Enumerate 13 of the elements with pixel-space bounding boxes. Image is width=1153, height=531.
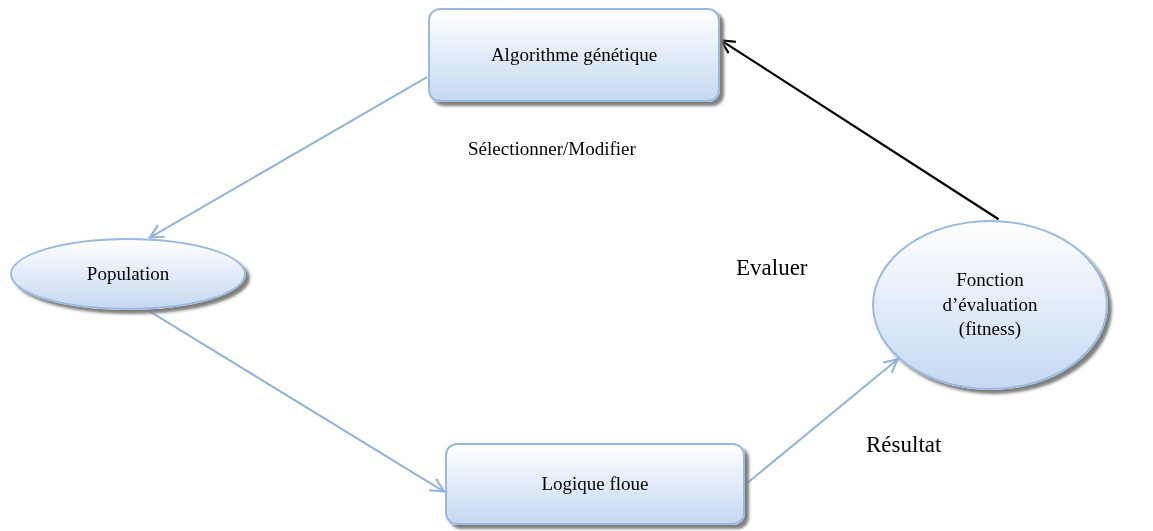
arrow — [148, 76, 428, 239]
node-label: Fonction d’évaluation (fitness) — [941, 267, 1039, 342]
arrow — [745, 358, 899, 485]
node-label: Logique floue — [540, 471, 650, 496]
arrow — [147, 309, 446, 493]
process-box — [445, 443, 745, 525]
annotation-text: Sélectionner/Modifier — [468, 138, 636, 160]
annotation-text: Evaluer — [736, 255, 808, 281]
process-box — [428, 8, 720, 102]
annotation-text: Résultat — [866, 432, 942, 458]
node-label: Algorithme génétique — [489, 42, 659, 67]
arrow — [719, 39, 1000, 221]
node-label: Population — [85, 261, 171, 286]
